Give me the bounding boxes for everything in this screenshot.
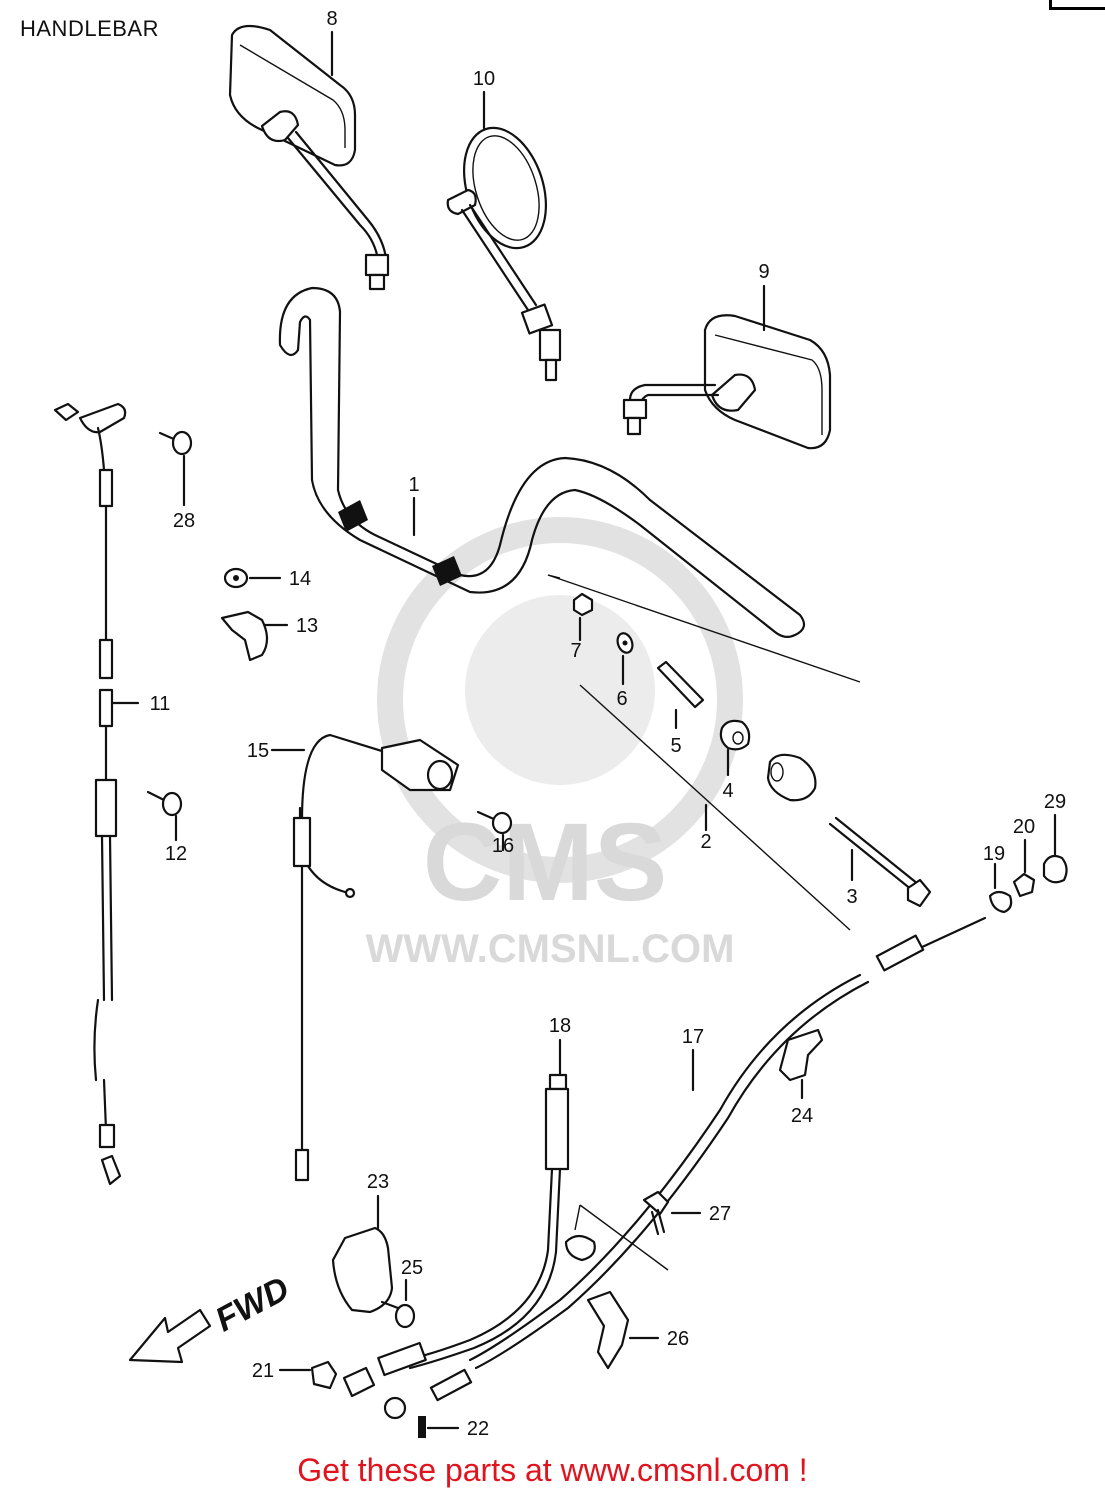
callout-1: 1	[408, 474, 419, 496]
cushion-part-4[interactable]	[719, 719, 751, 751]
mirror-right-part-9[interactable]	[622, 314, 832, 450]
screw-part-14[interactable]	[223, 567, 249, 589]
callout-3: 3	[846, 886, 857, 908]
mirror-left-part-8[interactable]	[228, 24, 390, 291]
callout-14: 14	[289, 568, 311, 590]
screw-part-12[interactable]	[146, 790, 183, 817]
callout-26: 26	[667, 1328, 689, 1350]
part-19[interactable]	[988, 890, 1013, 914]
bracket-line-bottom	[579, 684, 851, 931]
bolt-part-21[interactable]	[310, 1360, 338, 1390]
callout-28: 28	[173, 510, 195, 532]
cable-part-11[interactable]	[53, 402, 127, 1186]
callout-20: 20	[1013, 816, 1035, 838]
bracket-part-26[interactable]	[564, 1204, 669, 1370]
callout-15: 15	[247, 740, 269, 762]
page-title: HANDLEBAR	[20, 16, 159, 41]
cable-part-18[interactable]	[342, 1073, 570, 1398]
callout-22: 22	[467, 1418, 489, 1440]
callout-18: 18	[549, 1015, 571, 1037]
callout-13: 13	[296, 615, 318, 637]
callout-29: 29	[1044, 791, 1066, 813]
callout-27: 27	[709, 1203, 731, 1225]
switch-cable-part-15[interactable]	[292, 733, 460, 1182]
pin-part-22[interactable]	[418, 1416, 426, 1438]
screw-part-25[interactable]	[380, 1300, 416, 1329]
corner-frame-mark	[1049, 0, 1105, 10]
watermark-url: WWW.CMSNL.COM	[366, 927, 735, 971]
callout-8: 8	[326, 8, 337, 30]
mirror-round-part-10[interactable]	[446, 117, 562, 382]
screw-part-28[interactable]	[158, 430, 193, 456]
part-29[interactable]	[1042, 854, 1068, 884]
callout-21: 21	[252, 1360, 274, 1382]
forward-direction-arrow: FWD	[128, 1269, 295, 1364]
holder-part-2[interactable]	[766, 753, 817, 802]
callout-9: 9	[758, 261, 769, 283]
callout-25: 25	[401, 1257, 423, 1279]
callout-10: 10	[473, 68, 495, 90]
callout-2: 2	[700, 831, 711, 853]
clamp-part-13[interactable]	[220, 610, 269, 662]
pin-part-5[interactable]	[656, 660, 705, 709]
callout-5: 5	[670, 735, 681, 757]
callout-12: 12	[165, 843, 187, 865]
bracket-line-top	[547, 574, 861, 683]
callout-19: 19	[983, 843, 1005, 865]
callout-16: 16	[492, 835, 514, 857]
bracket-line-top-cap	[547, 574, 561, 579]
callout-4: 4	[722, 780, 733, 802]
bolt-part-27[interactable]	[642, 1190, 670, 1236]
knurled-grip-left	[338, 500, 462, 586]
footer-cta[interactable]: Get these parts at www.cmsnl.com !	[297, 1452, 808, 1488]
callout-11: 11	[150, 693, 171, 715]
callout-17: 17	[682, 1026, 704, 1048]
callout-7: 7	[570, 640, 581, 662]
washer-part-6[interactable]	[615, 631, 635, 655]
fwd-label: FWD	[209, 1269, 295, 1339]
cover-part-23[interactable]	[331, 1226, 394, 1314]
callout-23: 23	[367, 1171, 389, 1193]
part-20[interactable]	[1012, 872, 1036, 898]
callout-24: 24	[791, 1105, 813, 1127]
callout-6: 6	[616, 688, 627, 710]
bolt-part-3[interactable]	[828, 816, 932, 908]
nut-part-7[interactable]	[572, 592, 594, 617]
cms-watermark: CMS WWW.CMSNL.COM	[366, 517, 743, 971]
screw-part-16[interactable]	[476, 810, 513, 835]
clamp-part-24[interactable]	[778, 1028, 824, 1082]
watermark-brand: CMS	[423, 801, 667, 924]
handlebar-part-1[interactable]	[278, 286, 806, 639]
